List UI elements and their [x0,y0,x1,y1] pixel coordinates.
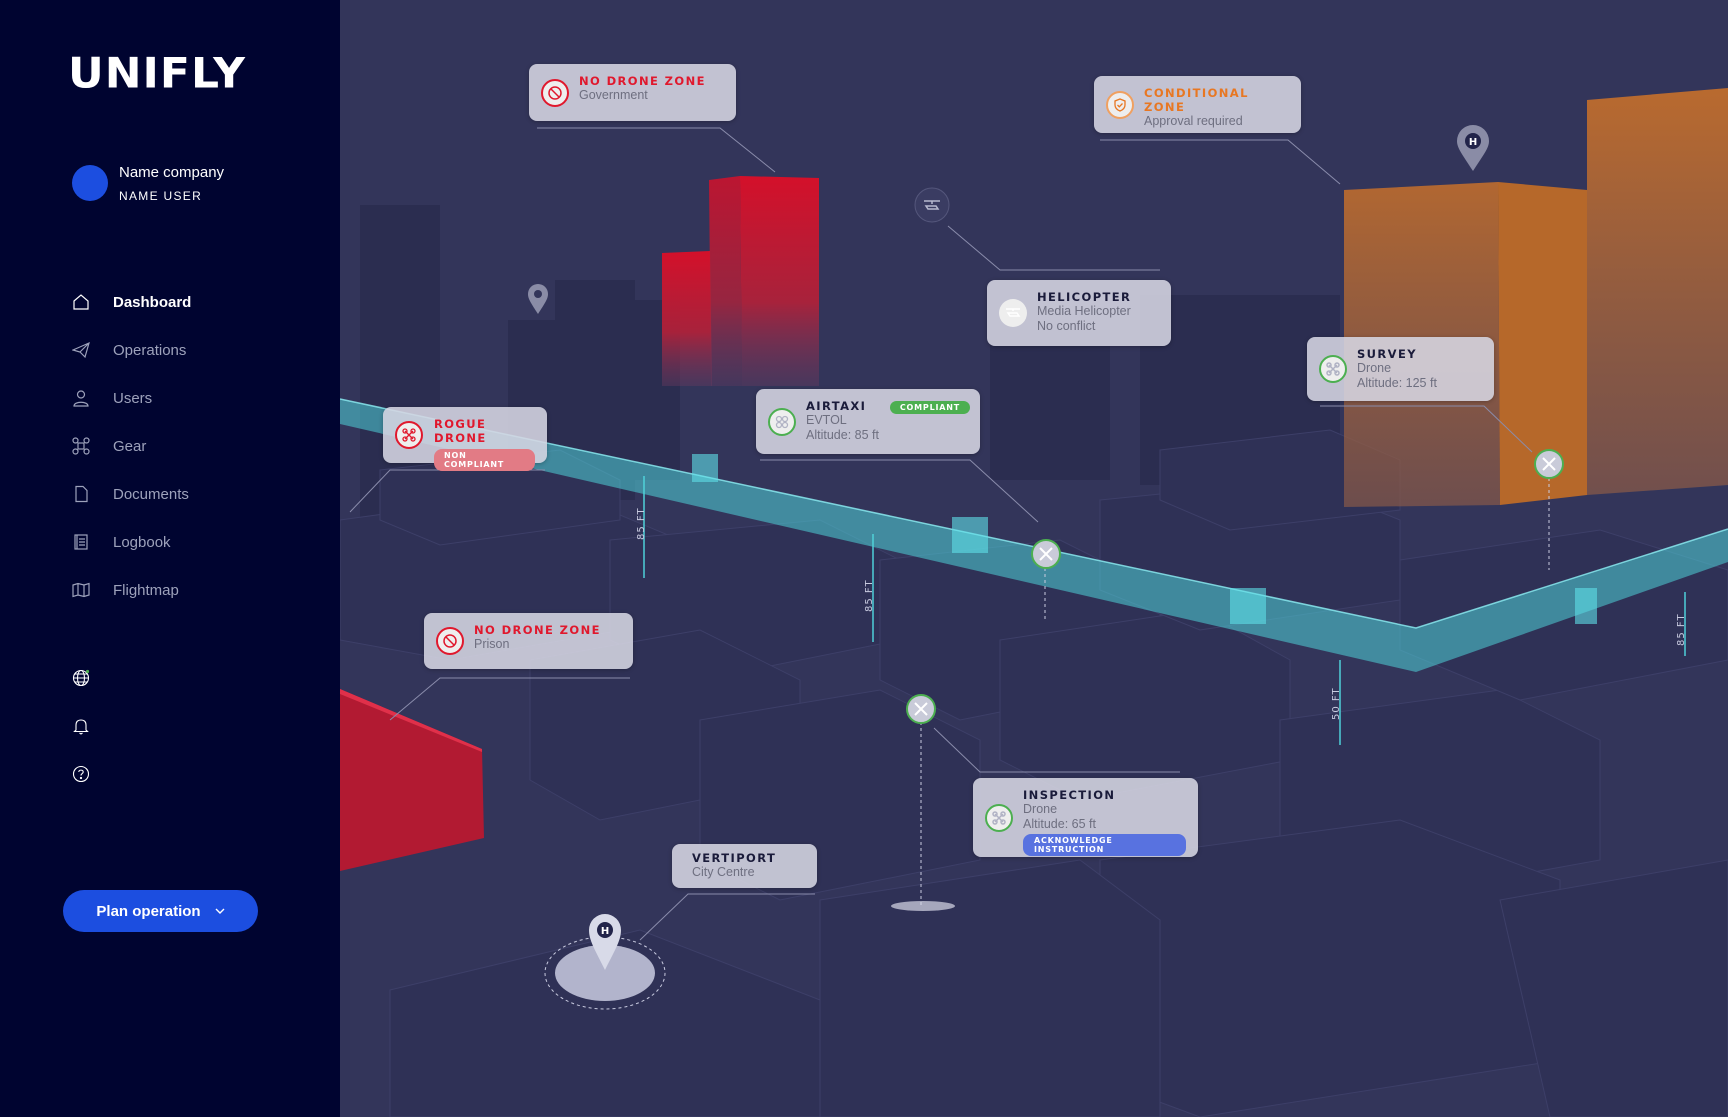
shield-check-icon [1106,90,1134,119]
card-subtitle: Drone [1023,802,1058,816]
card-altitude: Altitude: 85 ft [806,428,879,442]
ground-blocks [340,429,1728,1117]
flight-map[interactable]: H H 85 FT 85 FT 50 FT 85 FT NO DRONE ZON… [340,0,1728,1117]
card-subtitle: Prison [474,637,510,651]
drone-icon [985,803,1013,832]
altitude-label: 50 FT [1331,687,1342,720]
card-subtitle: Drone [1357,361,1392,375]
card-subtitle: City Centre [692,865,755,879]
sidebar-item-label: Gear [113,437,147,455]
airtaxi-card[interactable]: COMPLIANT AIRTAXI EVTOL Altitude: 85 ft [756,389,980,454]
svg-text:H: H [1469,137,1477,148]
help-icon[interactable] [70,763,92,785]
sidebar-item-label: Users [113,389,153,407]
sidebar-item-documents[interactable]: Documents [70,479,189,509]
survey-card[interactable]: SURVEY Drone Altitude: 125 ft [1307,337,1494,401]
no-drone-zone-government-card[interactable]: NO DRONE ZONE Government [529,64,736,121]
card-title: VERTIPORT [692,851,777,865]
logbook-icon [70,531,92,553]
no-drone-zone-prison-card[interactable]: NO DRONE ZONE Prison [424,613,633,669]
acknowledge-instruction-button[interactable]: ACKNOWLEDGE INSTRUCTION [1023,834,1186,856]
altitude-label: 85 FT [636,507,647,540]
sidebar-item-operations[interactable]: Operations [70,335,186,365]
sidebar-item-label: Documents [113,485,189,503]
card-title: INSPECTION [1023,788,1116,802]
card-title: SURVEY [1357,347,1417,361]
card-title: AIRTAXI [806,399,867,413]
altitude-label: 85 FT [1676,613,1687,646]
card-subtitle: Government [579,88,648,102]
helicopter-icon [999,299,1027,327]
inspection-card[interactable]: INSPECTION Drone Altitude: 65 ft ACKNOWL… [973,778,1198,857]
card-subtitle: EVTOL [806,413,847,427]
drone-icon [70,435,92,457]
vertiport-card[interactable]: VERTIPORT City Centre [672,844,817,888]
drop-lines [920,478,1550,905]
company-name: Name company [119,164,225,181]
plan-operation-label: Plan operation [96,902,201,920]
drone-marker-icon[interactable] [905,693,937,725]
card-status: No conflict [1037,319,1096,333]
chevron-down-icon [215,908,225,914]
location-pin-icon[interactable] [527,283,549,315]
user-name: NAME USER [119,189,203,203]
card-subtitle: Media Helicopter [1037,304,1131,318]
drone-icon [1319,355,1347,383]
card-altitude: Altitude: 125 ft [1357,376,1437,390]
sidebar-item-label: Logbook [113,533,171,551]
evtol-icon [768,407,796,436]
card-title: NO DRONE ZONE [579,74,706,88]
heliport-pin-icon[interactable]: H [1456,124,1490,172]
bell-icon[interactable] [70,715,92,737]
sidebar-item-label: Operations [113,341,187,359]
sidebar-item-flightmap[interactable]: Flightmap [70,575,179,605]
no-drone-zone-volume-government [662,176,819,386]
card-title: ROGUE DRONE [434,417,487,445]
sidebar-item-logbook[interactable]: Logbook [70,527,171,557]
sidebar-item-label: Flightmap [113,581,179,599]
card-title: CONDITIONAL ZONE [1144,86,1249,114]
helicopter-marker-icon[interactable] [914,187,950,223]
paper-plane-icon [70,339,92,361]
card-subtitle: Approval required [1144,114,1243,128]
sidebar-item-label: Dashboard [113,293,192,311]
non-compliant-badge: NON COMPLIANT [434,449,535,471]
map-icon [70,579,92,601]
conditional-zone-volume [1344,88,1728,507]
helicopter-card[interactable]: HELICOPTER Media Helicopter No conflict [987,280,1171,346]
unifly-logo: UNIFLY [68,49,247,98]
globe-icon[interactable] [70,667,92,689]
card-title: NO DRONE ZONE [474,623,601,637]
no-drone-zone-volume-prison [340,689,484,871]
leader-lines [349,127,1533,941]
altitude-label: 85 FT [864,579,875,612]
sidebar-item-users[interactable]: Users [70,383,152,413]
sidebar: UNIFLY Name company NAME USER Dashboard … [0,0,340,1117]
sidebar-item-gear[interactable]: Gear [70,431,146,461]
home-icon [70,291,92,313]
flight-corridor [340,398,1728,672]
document-icon [70,483,92,505]
rogue-drone-card[interactable]: ROGUE DRONE NON COMPLIANT [383,407,547,471]
drone-icon [395,421,423,449]
no-entry-icon [436,627,464,655]
user-icon [70,387,92,409]
altitude-poles [643,476,1686,745]
drone-marker-icon[interactable] [1030,538,1062,570]
vertiport-pin-icon[interactable]: H [588,912,622,972]
sidebar-item-dashboard[interactable]: Dashboard [70,287,191,317]
avatar[interactable] [72,165,108,201]
svg-text:H: H [601,926,609,937]
drone-marker-icon[interactable] [1533,448,1565,480]
card-altitude: Altitude: 65 ft [1023,817,1096,831]
conditional-zone-card[interactable]: CONDITIONAL ZONE Approval required [1094,76,1301,133]
card-title: HELICOPTER [1037,290,1132,304]
plan-operation-button[interactable]: Plan operation [63,890,258,932]
no-entry-icon [541,78,569,107]
compliant-badge: COMPLIANT [889,401,970,414]
